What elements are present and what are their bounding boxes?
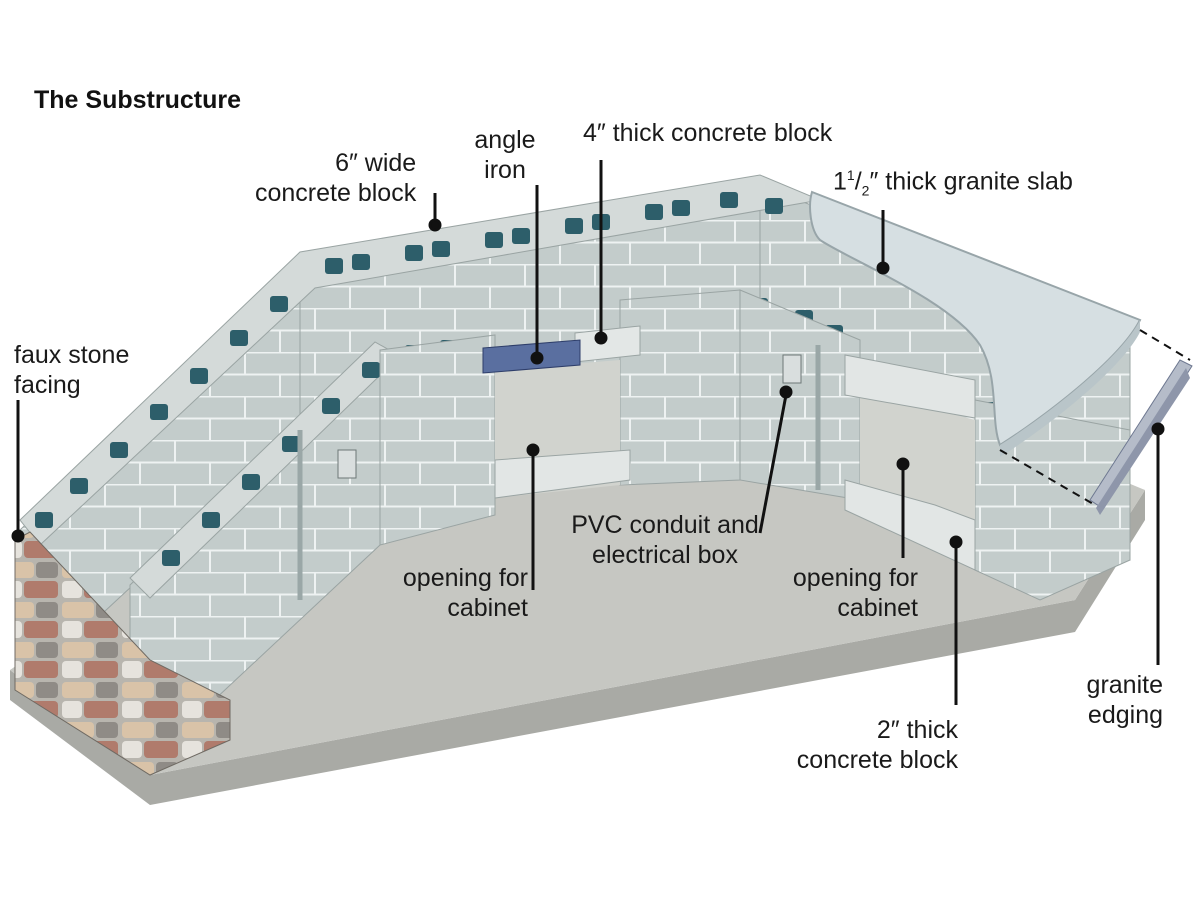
label-line: cabinet <box>447 594 528 622</box>
label-line: opening for <box>402 564 528 592</box>
label-line: cabinet <box>837 594 918 622</box>
leader-lines <box>11 160 1165 705</box>
granite-edging-dash <box>1139 329 1191 361</box>
label-angle-iron: angle iron <box>470 125 540 185</box>
electrical-box-left <box>337 449 357 479</box>
label-line: PVC conduit and <box>571 511 759 539</box>
inner-wall-center-left <box>379 334 496 546</box>
label-6in-wide-block: 6″ wide concrete block <box>255 148 416 208</box>
label-line: 6″ wide <box>335 149 417 177</box>
floor-slab-side <box>10 490 1145 805</box>
label-opening-right: opening for cabinet <box>775 563 918 623</box>
opening-right-block <box>844 479 976 571</box>
label-line: angle <box>474 126 536 154</box>
label-granite-edging: granite edging <box>1070 670 1163 730</box>
label-pvc-conduit: PVC conduit and electrical box <box>555 510 775 570</box>
diagram-title: The Substructure <box>34 86 241 114</box>
label-line: faux stone <box>14 341 130 369</box>
label-line: 2″ thick <box>876 716 958 744</box>
granite-edging-face <box>1096 368 1190 515</box>
label-opening-left: opening for cabinet <box>388 563 528 623</box>
label-4in-thick-block: 4″ thick concrete block <box>583 119 833 147</box>
label-line: concrete block <box>796 746 958 774</box>
granite-edging-dash-2 <box>999 449 1096 506</box>
granite-slab-edge <box>1000 320 1140 457</box>
label-line: electrical box <box>592 541 738 569</box>
granite-slab-shape <box>809 190 1142 447</box>
label-granite-slab: 11/2″ thick granite slab <box>833 167 1073 199</box>
label-line: edging <box>1087 701 1163 729</box>
inner-wall-center-right <box>619 289 741 486</box>
opening-left-block <box>494 449 631 499</box>
label-line: opening for <box>792 564 918 592</box>
label-2in-thick-block: 2″ thick concrete block <box>785 715 958 775</box>
label-line: granite <box>1086 671 1163 699</box>
back-wall-holes <box>35 192 783 528</box>
faux-stone-facing <box>14 531 231 776</box>
label-line: concrete block <box>255 179 417 207</box>
label-line: iron <box>484 156 526 184</box>
electrical-box-right <box>782 354 802 384</box>
label-line: facing <box>14 371 81 399</box>
label-faux-stone: faux stone facing <box>14 340 129 400</box>
counter-blocks <box>844 354 976 419</box>
